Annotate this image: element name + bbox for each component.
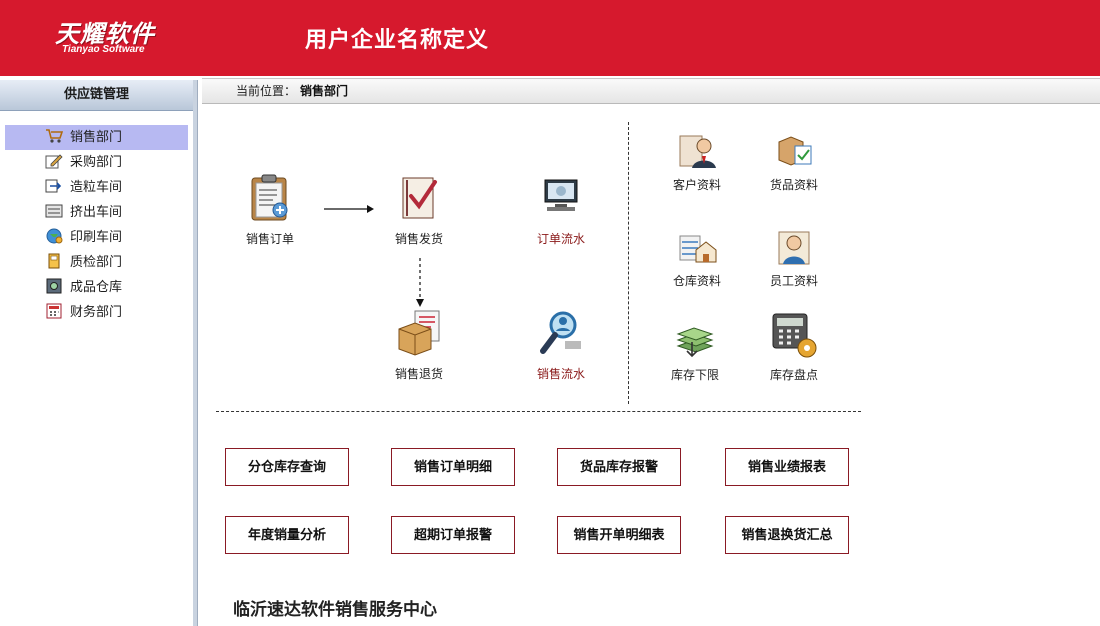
customer-icon: [667, 132, 727, 174]
box-document-icon: [389, 307, 449, 363]
flow-sales-flow[interactable]: 销售流水: [530, 307, 592, 382]
sidebar-item-finance[interactable]: 财务部门: [5, 300, 188, 325]
resource-warehouse[interactable]: 仓库资料: [667, 228, 727, 289]
resource-label: 员工资料: [769, 274, 818, 288]
employee-icon: [764, 228, 824, 270]
sidebar-splitter[interactable]: [193, 80, 198, 626]
flow-arrow-right: [323, 203, 375, 219]
sidebar-item-label: 销售部门: [70, 130, 123, 145]
btn-sales-order-detail[interactable]: 销售订单明细: [391, 448, 515, 486]
logo-text: 天耀软件: [55, 20, 155, 48]
resource-label: 仓库资料: [672, 274, 721, 288]
logo-subtitle: Tianyao Software: [62, 44, 145, 55]
flow-label: 销售流水: [536, 367, 585, 381]
breadcrumb-prefix: 当前位置：: [236, 84, 297, 98]
monitor-icon: [530, 172, 592, 228]
safe-icon: [44, 278, 64, 296]
drawer-icon: [44, 203, 64, 221]
resource-stock-count[interactable]: 库存盘点: [764, 312, 824, 383]
btn-overdue-order-alert[interactable]: 超期订单报警: [391, 516, 515, 554]
arrow-box-icon: [44, 178, 64, 196]
breadcrumb: 当前位置： 销售部门: [202, 78, 1100, 104]
tag-icon: [44, 253, 64, 271]
resource-label: 客户资料: [672, 178, 721, 192]
flow-arrow-down: [414, 257, 426, 313]
divider-vertical: [628, 122, 629, 404]
sidebar-item-label: 印刷车间: [70, 230, 123, 245]
sidebar-item-label: 成品仓库: [70, 280, 123, 295]
flow-sales-order[interactable]: 销售订单: [240, 172, 300, 247]
sidebar-title: 供应链管理: [0, 80, 193, 111]
btn-sales-invoice-detail[interactable]: 销售开单明细表: [557, 516, 681, 554]
flow-order-flow[interactable]: 订单流水: [530, 172, 592, 247]
resource-label: 货品资料: [769, 178, 818, 192]
goods-icon: [764, 132, 824, 174]
btn-goods-stock-alert[interactable]: 货品库存报警: [557, 448, 681, 486]
sidebar-item-label: 质检部门: [70, 255, 123, 270]
flow-sales-delivery[interactable]: 销售发货: [389, 172, 449, 247]
checklist-icon: [389, 172, 449, 228]
page-title: 用户企业名称定义: [305, 28, 490, 53]
btn-sales-performance-report[interactable]: 销售业绩报表: [725, 448, 849, 486]
resource-goods[interactable]: 货品资料: [764, 132, 824, 193]
flow-label: 订单流水: [536, 232, 585, 246]
sidebar-item-label: 挤出车间: [70, 205, 123, 220]
footer-text: 临沂速达软件销售服务中心: [233, 600, 437, 620]
divider-horizontal: [216, 411, 861, 412]
flow-label: 销售退货: [394, 367, 443, 381]
sidebar-item-granulation[interactable]: 造粒车间: [5, 175, 188, 200]
resource-customer[interactable]: 客户资料: [667, 132, 727, 193]
flow-label: 销售发货: [394, 232, 443, 246]
sidebar-item-label: 采购部门: [70, 155, 123, 170]
sidebar-item-sales[interactable]: 销售部门: [5, 125, 188, 150]
money-stack-icon: [665, 322, 725, 364]
resource-label: 库存盘点: [769, 368, 818, 382]
breadcrumb-current: 销售部门: [300, 84, 349, 98]
sidebar-item-purchase[interactable]: 采购部门: [5, 150, 188, 175]
calculator-icon: [44, 303, 64, 321]
clipboard-icon: [240, 172, 300, 228]
sidebar-item-quality[interactable]: 质检部门: [5, 250, 188, 275]
calculator-gear-icon: [764, 312, 824, 364]
flow-sales-return[interactable]: 销售退货: [389, 307, 449, 382]
pen-icon: [44, 153, 64, 171]
resource-label: 库存下限: [670, 368, 719, 382]
sidebar-item-printing[interactable]: 印刷车间: [5, 225, 188, 250]
flow-label: 销售订单: [245, 232, 294, 246]
sidebar-item-extrusion[interactable]: 挤出车间: [5, 200, 188, 225]
globe-icon: [44, 228, 64, 246]
btn-sales-return-summary[interactable]: 销售退换货汇总: [725, 516, 849, 554]
cart-icon: [44, 128, 64, 146]
sidebar-item-warehouse[interactable]: 成品仓库: [5, 275, 188, 300]
resource-employee[interactable]: 员工资料: [764, 228, 824, 289]
btn-branch-stock-query[interactable]: 分仓库存查询: [225, 448, 349, 486]
btn-annual-sales-analysis[interactable]: 年度销量分析: [225, 516, 349, 554]
sidebar-item-label: 造粒车间: [70, 180, 123, 195]
sidebar-menu: 销售部门 采购部门 造粒车间 挤出车间 印刷车间: [0, 125, 193, 325]
resource-stock-min[interactable]: 库存下限: [665, 322, 725, 383]
magnifier-user-icon: [530, 307, 592, 363]
warehouse-icon: [667, 228, 727, 270]
sidebar: 供应链管理 销售部门 采购部门 造粒车间 挤出车间: [0, 80, 194, 626]
sidebar-item-label: 财务部门: [70, 305, 123, 320]
app-header: 天耀软件 Tianyao Software 用户企业名称定义: [0, 0, 1100, 76]
